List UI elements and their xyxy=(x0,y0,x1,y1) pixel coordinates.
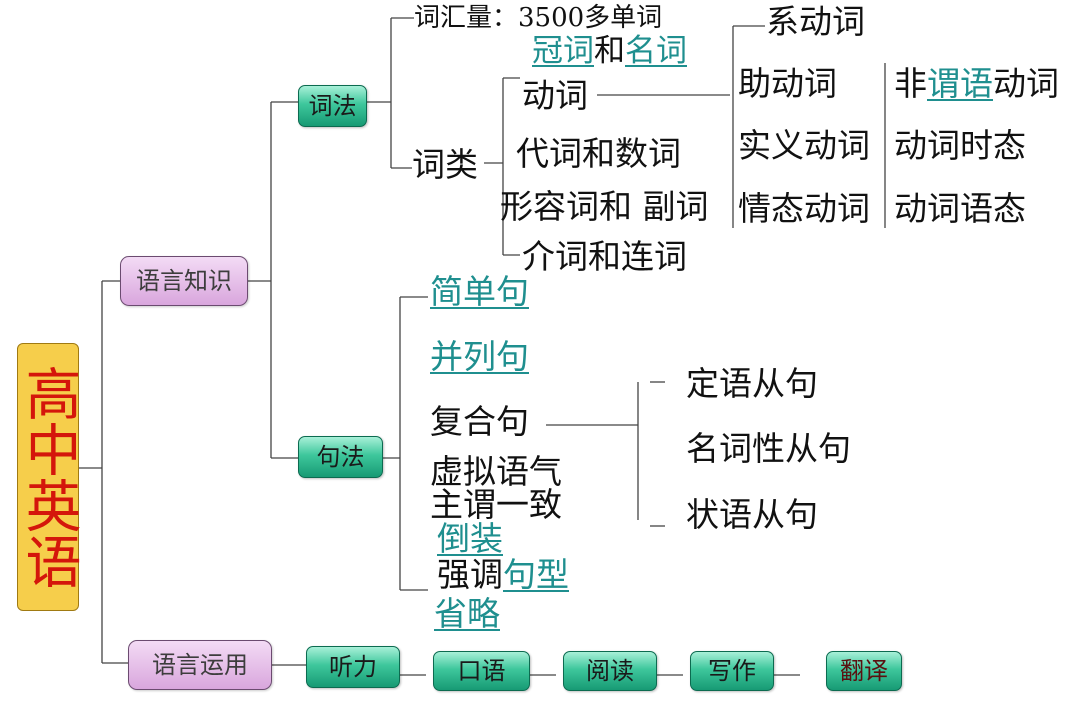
non-prefix: 非 xyxy=(894,64,927,103)
nouns-link[interactable]: 名词 xyxy=(625,33,687,69)
complex-sentence-label: 复合句 xyxy=(430,402,529,441)
subjunctive-label: 虚拟语气 xyxy=(430,452,562,491)
node-syntax[interactable]: 句法 xyxy=(298,436,383,478)
vocab-size-text: 词汇量：3500多单词 xyxy=(414,3,663,33)
branch-language-knowledge[interactable]: 语言知识 xyxy=(120,256,248,306)
notional-verbs-label: 实义动词 xyxy=(738,126,870,165)
sentence-pattern-link[interactable]: 句型 xyxy=(503,555,569,594)
predicate-link[interactable]: 谓语 xyxy=(927,64,993,103)
prepositions-conjunctions-label: 介词和连词 xyxy=(522,237,687,276)
emphasis-prefix: 强调 xyxy=(437,555,503,594)
root-title: 高中英语 xyxy=(16,365,81,589)
attributive-clause-label: 定语从句 xyxy=(686,364,818,403)
linking-verbs-label: 系动词 xyxy=(766,2,865,41)
skill-reading[interactable]: 阅读 xyxy=(563,651,657,691)
pronouns-numerals-label: 代词和数词 xyxy=(516,134,681,173)
agreement-label: 主谓一致 xyxy=(430,485,562,524)
modal-verbs-label: 情态动词 xyxy=(738,189,870,228)
skill-writing[interactable]: 写作 xyxy=(690,651,774,691)
verbs-label: 动词 xyxy=(522,76,588,115)
non-finite-verbs-line: 非谓语动词 xyxy=(894,67,1059,100)
adjectives-adverbs-label: 形容词和 副词 xyxy=(500,187,709,226)
compound-sentence-link[interactable]: 并列句 xyxy=(430,337,529,376)
verb-voice-label: 动词语态 xyxy=(894,189,1026,228)
non-suffix: 动词 xyxy=(993,64,1059,103)
verb-tense-label: 动词时态 xyxy=(894,126,1026,165)
emphasis-line: 强调句型 xyxy=(437,558,569,591)
skill-listening[interactable]: 听力 xyxy=(306,646,400,688)
adverbial-clause-label: 状语从句 xyxy=(686,495,818,534)
and-text: 和 xyxy=(594,33,625,69)
skill-translation[interactable]: 翻译 xyxy=(826,651,902,691)
nominal-clause-label: 名词性从句 xyxy=(686,429,851,468)
node-lexis[interactable]: 词法 xyxy=(298,85,367,127)
inversion-link[interactable]: 倒装 xyxy=(437,519,503,558)
articles-link[interactable]: 冠词 xyxy=(532,33,594,69)
articles-nouns-line: 冠词和名词 xyxy=(532,36,687,67)
skill-speaking[interactable]: 口语 xyxy=(433,651,530,691)
root-title-box: 高中英语 xyxy=(16,343,81,611)
simple-sentence-link[interactable]: 简单句 xyxy=(430,272,529,311)
word-class-label: 词类 xyxy=(412,145,478,184)
branch-language-usage[interactable]: 语言运用 xyxy=(128,640,272,690)
ellipsis-link[interactable]: 省略 xyxy=(434,594,500,633)
auxiliary-verbs-label: 助动词 xyxy=(738,64,837,103)
